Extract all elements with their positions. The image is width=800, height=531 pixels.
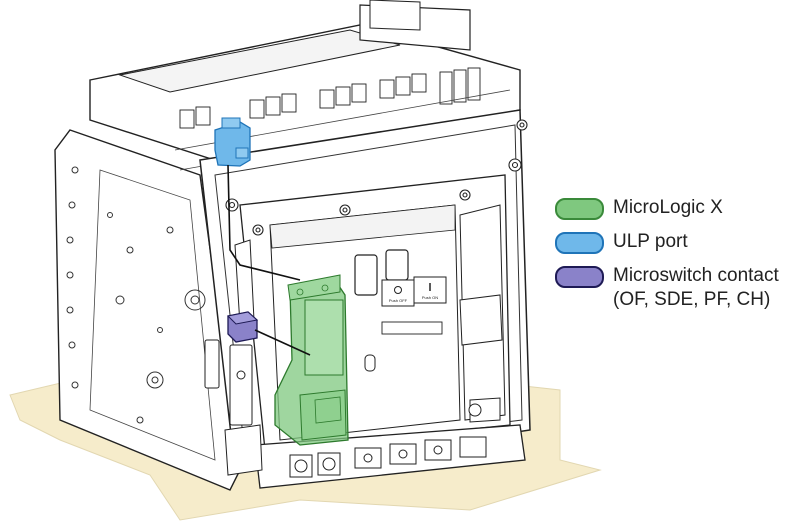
left-mechanism	[204, 239, 263, 476]
legend: MicroLogic X ULP port Microswitch contac…	[555, 196, 795, 324]
microswitch-swatch	[555, 266, 604, 288]
connection-wires	[227, 164, 311, 356]
control-panel	[354, 249, 447, 372]
legend-item-micrologic: MicroLogic X	[555, 196, 795, 230]
microswitch-sublabel: (OF, SDE, PF, CH)	[613, 289, 771, 310]
legend-label-microswitch: Microswitch contact (OF, SDE, PF, CH)	[613, 264, 779, 312]
side-plate-left	[54, 129, 241, 491]
legend-item-microswitch: Microswitch contact (OF, SDE, PF, CH)	[555, 264, 795, 324]
legend-label-ulp-port: ULP port	[613, 231, 688, 252]
push-off-label: Push OFF	[389, 298, 408, 303]
push-on-label: Push ON	[422, 295, 438, 300]
ulp-port-swatch	[555, 232, 604, 254]
microswitch-contact	[226, 311, 259, 343]
legend-label-micrologic: MicroLogic X	[613, 197, 723, 218]
terminal-strip	[179, 67, 481, 129]
side-plate-holes	[66, 166, 206, 424]
micrologic-swatch	[555, 198, 604, 220]
microswitch-label: Microswitch contact	[613, 265, 779, 286]
micrologic-x-module	[274, 274, 349, 446]
legend-item-ulp-port: ULP port	[555, 230, 795, 264]
ulp-port	[214, 117, 251, 167]
